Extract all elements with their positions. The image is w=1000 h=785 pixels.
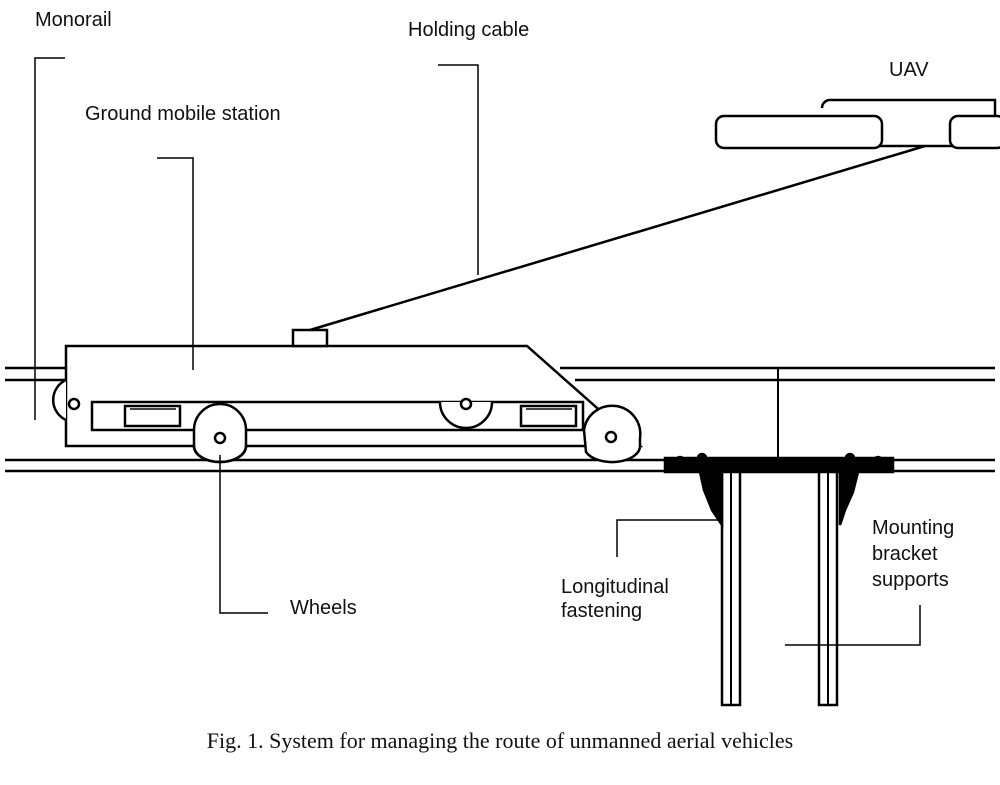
cable-mount [291,328,329,348]
bolt [696,452,708,464]
label-ground-station: Ground mobile station [85,103,281,125]
wheel-top [438,401,494,430]
label-mounting-bracket: Mounting bracket supports [872,517,955,591]
leader-longitudinal [616,519,718,557]
leader-lines [34,57,921,646]
ground-mobile-station [64,328,644,448]
wheels-group [51,378,642,464]
bolt [674,455,686,467]
bolt [844,452,856,464]
leader-wheels [219,455,268,614]
leader-holding-cable [438,64,479,275]
leader-monorail [34,57,65,420]
wheel-left-rear [51,378,67,422]
uav-drone [714,98,1000,150]
label-holding-cable: Holding cable [408,19,530,41]
leader-ground-station [157,157,194,370]
label-monorail: Monorail [35,9,112,31]
inner-block-left [123,404,182,428]
figure-caption: Fig. 1. System for managing the route of… [206,728,794,753]
label-longitudinal-fastening: Longitudinal fastening [561,576,669,622]
bolt [872,455,884,467]
mounting-bracket [663,452,895,707]
inner-block-right [519,404,578,428]
label-uav: UAV [889,59,929,81]
label-wheels: Wheels [290,597,357,619]
leader-mounting [785,605,921,646]
holding-cable [309,144,926,332]
